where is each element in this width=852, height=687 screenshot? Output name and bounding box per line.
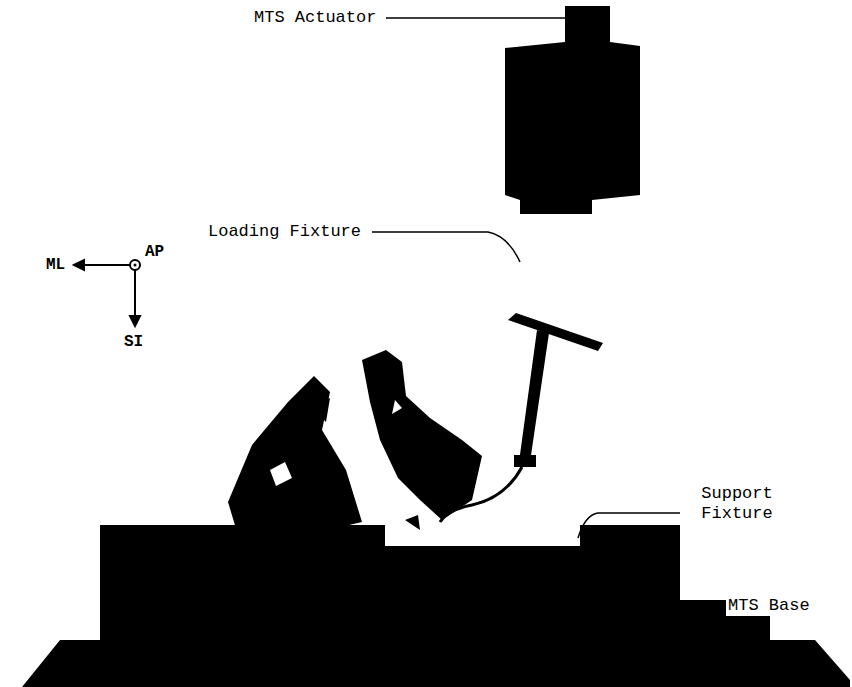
specimen-speckle (405, 482, 446, 530)
leader-line (386, 18, 600, 40)
specimen-center (362, 350, 482, 520)
specimen-fragment (310, 398, 330, 422)
arrow-head (130, 316, 140, 326)
arrow-head (74, 260, 84, 270)
part-label: MTS Base (726, 596, 812, 616)
specimen-speckle (270, 400, 402, 486)
axis-label: ML (44, 255, 67, 275)
axis-label: SI (122, 332, 145, 352)
axis-origin (130, 260, 140, 270)
part-label: Loading Fixture (206, 222, 363, 242)
axis-label: AP (143, 242, 166, 262)
leader-line (578, 513, 680, 538)
support-fixture (100, 525, 680, 602)
actuator-silhouette (505, 6, 640, 214)
loading-stem (519, 330, 549, 462)
axis-arrow (134, 270, 136, 318)
loading-plate (508, 313, 603, 351)
axis-origin-dot (134, 264, 137, 267)
part-label: MTS Actuator (252, 8, 378, 28)
leader-line (372, 232, 520, 262)
axis-arrow (82, 264, 130, 266)
leader-line (690, 606, 722, 620)
specimen-left (228, 376, 362, 542)
part-label: Support Fixture (683, 484, 791, 524)
loading-foot (514, 455, 536, 467)
